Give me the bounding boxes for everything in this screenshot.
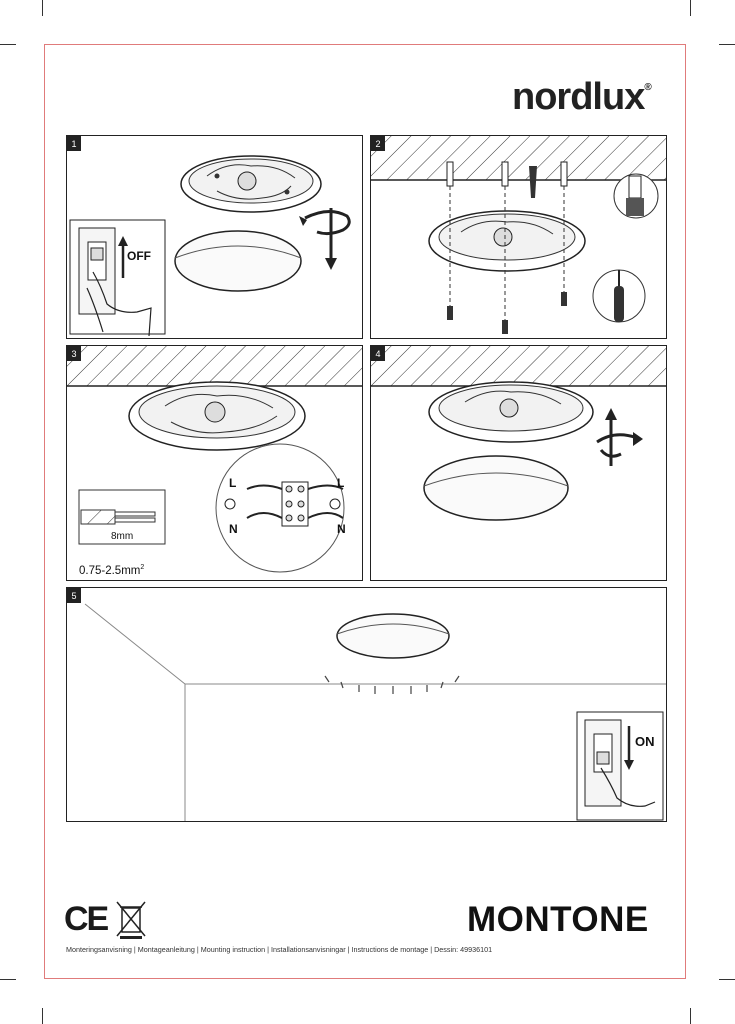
wire-section-exponent: 2: [140, 564, 145, 571]
step-4-panel: 4: [370, 345, 667, 581]
footer-caption: Monteringsanvisning | Montageanleitung |…: [66, 945, 493, 954]
step-4-illustration: [371, 346, 666, 521]
wire-section-label: 0.75-2.5mm2: [79, 564, 144, 577]
crop-mark: [690, 0, 691, 16]
switch-on-label: ON: [635, 734, 655, 749]
brand-name: nordlux: [512, 76, 645, 118]
step-2-panel: 2: [370, 135, 667, 339]
step-5-illustration: [84, 603, 666, 821]
certification-marks: CE: [64, 900, 146, 939]
crossed-out-bin-icon: [116, 901, 146, 939]
crop-mark: [42, 1008, 43, 1024]
registered-mark: ®: [644, 82, 651, 93]
step-3-illustration: [67, 346, 362, 573]
step-number: 2: [371, 136, 385, 151]
step-3-panel: 3 L L N N 8mm 0.75-2.5mm2: [66, 345, 363, 581]
strip-length-label: 8mm: [111, 531, 134, 542]
step-number: 3: [67, 346, 81, 361]
brand-logo: nordlux®: [512, 76, 652, 119]
step-1-panel: 1 OFF: [66, 135, 363, 339]
crop-mark: [0, 44, 16, 45]
terminal-neutral-right: N: [337, 522, 346, 536]
crop-mark: [719, 44, 735, 45]
step-number: 4: [371, 346, 385, 361]
crop-mark: [719, 979, 735, 980]
step-2-illustration: [371, 136, 666, 334]
switch-off-label: OFF: [127, 249, 151, 263]
step-5-panel: 5 ON: [66, 587, 667, 822]
step-number: 1: [67, 136, 81, 151]
terminal-neutral-left: N: [229, 522, 238, 536]
product-title: MONTONE: [467, 900, 649, 939]
step-1-illustration: [69, 155, 351, 337]
page-border: [44, 44, 686, 979]
ce-mark: CE: [64, 900, 109, 938]
crop-mark: [0, 979, 16, 980]
terminal-live-right: L: [337, 476, 345, 490]
step-number: 5: [67, 588, 81, 603]
crop-mark: [42, 0, 43, 16]
terminal-live-left: L: [229, 476, 237, 490]
crop-mark: [690, 1008, 691, 1024]
wire-section-value: 0.75-2.5mm: [79, 564, 141, 577]
